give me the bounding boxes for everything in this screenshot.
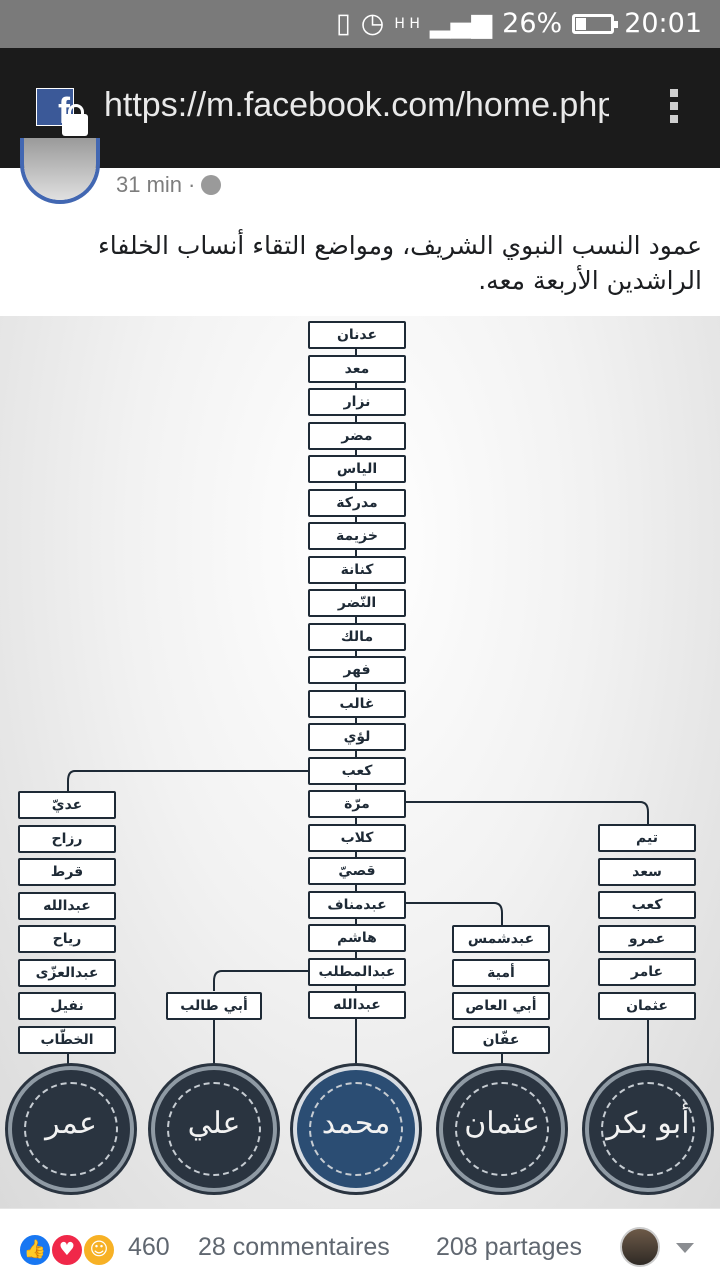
name-box: النّضر [308, 589, 406, 617]
post-meta: 31 min · [116, 172, 222, 198]
network-label: H H [394, 15, 420, 32]
name-box: كعب [308, 756, 406, 785]
name-box: عامر [598, 958, 696, 986]
name-box: رياح [18, 925, 116, 953]
love-icon: ♥ [50, 1233, 84, 1267]
chevron-down-icon[interactable] [676, 1243, 694, 1253]
medallion-uthman: عثمان [439, 1066, 565, 1192]
post-text: عمود النسب النبوي الشريف، ومواضع التقاء … [97, 231, 702, 295]
shares-link[interactable]: 208 partages [436, 1233, 582, 1261]
name-box: عبدالله [18, 891, 116, 920]
profile-avatar[interactable] [620, 1227, 660, 1267]
name-box: عمرو [598, 924, 696, 953]
comments-link[interactable]: 28 commentaires [198, 1233, 390, 1261]
name-box: عبدالعزّى [18, 958, 116, 987]
name-box: نفيل [18, 992, 116, 1020]
avatar[interactable] [20, 138, 100, 204]
name-box: نزار [308, 388, 406, 416]
name-box: عبدالله [308, 991, 406, 1019]
name-box: الياس [308, 455, 406, 483]
medallion-ali: علي [151, 1066, 277, 1192]
post-time[interactable]: 31 min [116, 172, 183, 197]
name-box: معد [308, 354, 406, 383]
menu-kebab-icon[interactable] [664, 86, 684, 132]
name-box: هاشم [308, 924, 406, 952]
name-box: عفّان [452, 1025, 550, 1054]
name-box: سعد [598, 857, 696, 886]
status-bar: ▯ ◷ H H ▂▄▆ 26% 20:01 [0, 0, 720, 48]
name-box: كلاب [308, 823, 406, 852]
genealogy-image[interactable]: عدنان معد نزار مضر الياس مدركة خزيمة كنانة النّض… [0, 316, 720, 1208]
name-box: عبدمناف [308, 890, 406, 919]
browser-url-bar: f https://m.facebook.com/home.php [0, 48, 720, 168]
name-box: مدركة [308, 488, 406, 517]
medallion-muhammad: محمد [293, 1066, 419, 1192]
medallion-umar: عمر [8, 1066, 134, 1192]
name-box: خزيمة [308, 522, 406, 550]
like-icon: 👍 [18, 1233, 52, 1267]
signal-icon: ▂▄▆ [429, 8, 493, 39]
name-box: عديّ [18, 791, 116, 819]
name-box: أبي طالب [166, 992, 262, 1020]
alarm-icon: ◷ [360, 8, 385, 39]
name-box: تيم [598, 824, 696, 852]
name-box: مرّة [308, 790, 406, 818]
name-box: أبي العاص [452, 992, 550, 1020]
battery-icon [572, 13, 619, 34]
name-box: الخطّاب [18, 1025, 116, 1054]
name-box: مضر [308, 421, 406, 450]
reactions[interactable]: 👍 ♥ ☺ [18, 1233, 118, 1267]
post-header: 31 min · [0, 138, 720, 218]
name-box: قصيّ [308, 857, 406, 885]
name-box: عبدالمطلب [308, 957, 406, 986]
name-box: قرط [18, 858, 116, 886]
name-box: كعب [598, 891, 696, 919]
post-footer: 👍 ♥ ☺ 460 28 commentaires 208 partages [0, 1208, 720, 1280]
battery-percent: 26% [502, 8, 563, 39]
name-box: لؤي [308, 723, 406, 751]
status-icons: ▯ ◷ H H ▂▄▆ 26% 20:01 [336, 8, 702, 39]
name-box: عثمان [598, 991, 696, 1020]
name-box: عدنان [308, 321, 406, 349]
name-box: رزاح [18, 824, 116, 853]
name-box: عبدشمس [452, 925, 550, 953]
vibrate-icon: ▯ [335, 8, 351, 39]
facebook-icon[interactable]: f [36, 88, 74, 126]
name-box: مالك [308, 622, 406, 651]
medallion-abubakr: أبو بكر [585, 1066, 711, 1192]
name-box: فهر [308, 656, 406, 684]
clock: 20:01 [624, 8, 702, 39]
name-box: أمية [452, 958, 550, 987]
url-field[interactable]: https://m.facebook.com/home.php [104, 86, 609, 124]
care-icon: ☺ [82, 1233, 116, 1267]
globe-icon [201, 175, 222, 195]
name-box: كنانة [308, 555, 406, 584]
reaction-count[interactable]: 460 [128, 1233, 170, 1261]
name-box: غالب [308, 689, 406, 718]
lock-icon [62, 104, 88, 136]
